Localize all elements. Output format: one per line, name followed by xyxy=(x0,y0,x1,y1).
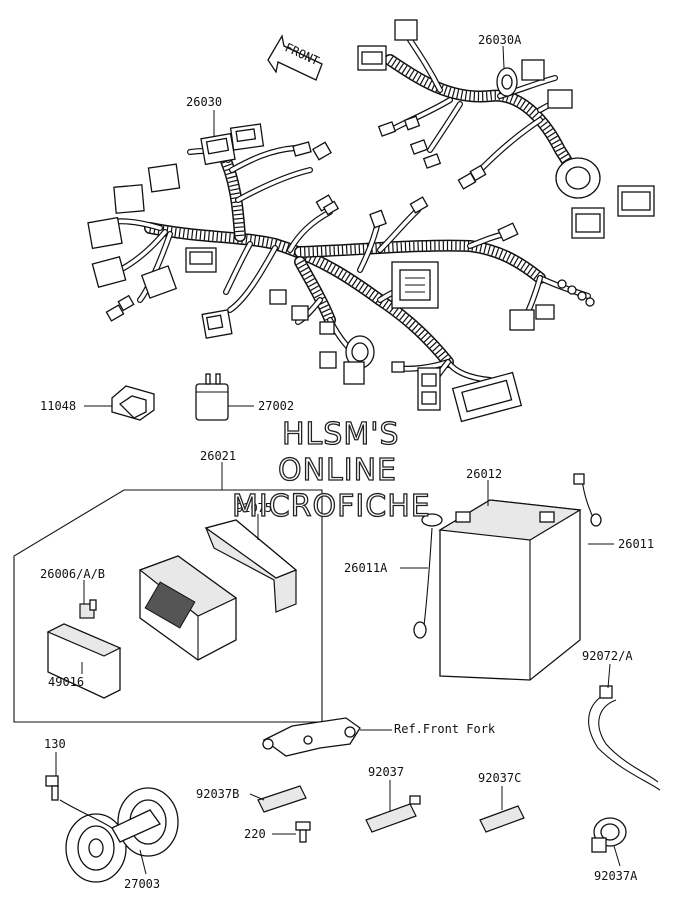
watermark-line-2: ONLINE xyxy=(278,453,397,488)
label-92075: 92075 xyxy=(236,501,272,515)
horn-27003 xyxy=(59,787,179,883)
leader-lines xyxy=(55,45,621,875)
battery-26012 xyxy=(438,499,582,681)
cover-49016 xyxy=(46,623,122,699)
label-92037: 92037 xyxy=(368,765,404,779)
sub-harness-26030A xyxy=(357,19,655,239)
label-92037B: 92037B xyxy=(196,787,239,801)
cable-26011 xyxy=(573,473,602,527)
main-harness-26030 xyxy=(87,123,595,423)
front-fork-bracket xyxy=(262,717,361,757)
label-26006-A-B: 26006/A/B xyxy=(40,567,105,581)
screw-220 xyxy=(295,821,311,843)
label-26011A: 26011A xyxy=(344,561,388,575)
label-26030A: 26030A xyxy=(478,33,522,47)
label-11048: 11048 xyxy=(40,399,76,413)
label-92037A: 92037A xyxy=(594,869,638,883)
band-92037C xyxy=(479,805,525,833)
label-26011: 26011 xyxy=(618,537,654,551)
clamp-92037A xyxy=(591,817,627,853)
band-92037 xyxy=(365,795,421,833)
label-ref-front-fork: Ref.Front Fork xyxy=(394,722,496,736)
band-92075 xyxy=(204,519,298,613)
label-92072-A: 92072/A xyxy=(582,649,633,663)
relay-27002 xyxy=(195,373,229,421)
strap-92072A xyxy=(588,685,661,791)
label-26030: 26030 xyxy=(186,95,222,109)
band-92037B xyxy=(257,785,307,813)
fuse-26006 xyxy=(79,599,97,619)
label-27002: 27002 xyxy=(258,399,294,413)
part-labels: 26030A 26030 11048 27002 26021 92075 260… xyxy=(40,33,654,891)
label-26012: 26012 xyxy=(466,467,502,481)
front-arrow: FRONT xyxy=(267,34,323,81)
label-92037C: 92037C xyxy=(478,771,521,785)
ecu-group-outline xyxy=(13,489,323,723)
watermark-line-1: HLSM'S xyxy=(282,417,400,452)
label-130: 130 xyxy=(44,737,66,751)
bolt-130 xyxy=(45,775,59,801)
label-26021: 26021 xyxy=(200,449,236,463)
ecu-box xyxy=(138,555,238,661)
label-49016: 49016 xyxy=(48,675,84,689)
watermark: HLSM'S ONLINE MICROFICHE xyxy=(231,416,431,524)
cable-26011A xyxy=(413,513,443,639)
watermark-line-3: MICROFICHE xyxy=(232,489,431,524)
label-220: 220 xyxy=(244,827,266,841)
label-27003: 27003 xyxy=(124,877,160,891)
bracket-11048 xyxy=(111,385,155,421)
